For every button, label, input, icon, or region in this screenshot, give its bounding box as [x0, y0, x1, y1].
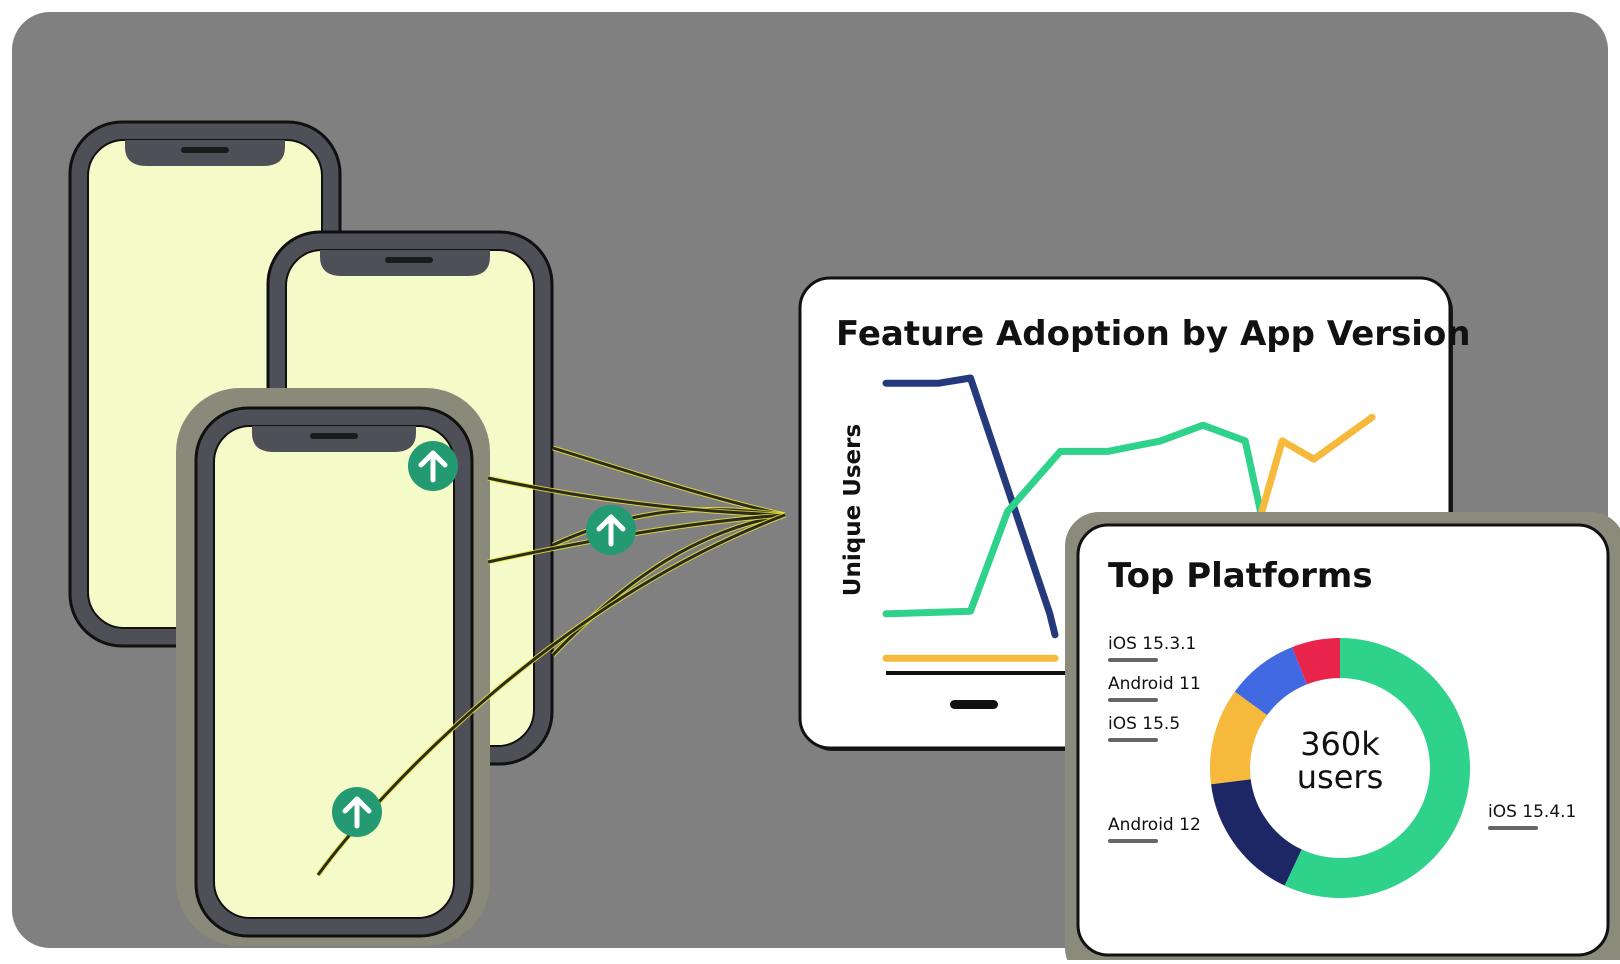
feature-card-title: Feature Adoption by App Version [836, 314, 1471, 354]
data-flow-curve [487, 476, 786, 517]
phone-back-right-speaker [385, 257, 433, 263]
donut-label-underline [1488, 826, 1538, 830]
upload-badge-top [408, 441, 458, 491]
feature-chart-series-3 [1257, 413, 1376, 518]
arrow-up-icon [342, 796, 372, 829]
phone-back-left-speaker [181, 147, 229, 153]
platforms-card-body [1076, 523, 1610, 957]
donut-slice-5 [1292, 638, 1341, 685]
data-flow-curve [552, 446, 786, 517]
feature-chart-series-1 [882, 374, 1059, 639]
feature-chart-series-2 [882, 421, 1265, 618]
donut-slice-1 [1284, 638, 1470, 898]
donut-label-underline [1108, 698, 1158, 702]
donut-label-3: iOS 15.5 [1108, 714, 1180, 734]
data-flow-curves [315, 445, 786, 877]
phone-front-speaker [310, 433, 358, 439]
phone-front-screen [213, 425, 455, 919]
donut-label-5: iOS 15.3.1 [1108, 634, 1196, 654]
upload-badge-middle [586, 505, 636, 555]
donut-slice-4 [1234, 647, 1308, 716]
feature-chart-plot [882, 374, 1376, 662]
phone-icon [176, 388, 490, 946]
feature-card-home-bar [950, 700, 998, 709]
donut-label-1: iOS 15.4.1 [1488, 802, 1576, 822]
donut-label-underline [1108, 658, 1158, 662]
arrow-up-icon [596, 514, 626, 547]
donut-label-underline [1108, 738, 1158, 742]
donut-label-2: Android 12 [1108, 815, 1201, 835]
upload-badge-bottom [332, 787, 382, 837]
feature-chart-ylabel: Unique Users [840, 424, 866, 596]
donut-label-underline [1108, 839, 1158, 843]
data-flow-curve [487, 513, 786, 564]
donut-slice-3 [1210, 691, 1268, 785]
donut-center-value: 360k [1300, 725, 1380, 763]
platforms-donut-chart [1210, 638, 1470, 898]
donut-label-4: Android 11 [1108, 674, 1201, 694]
donut-center-unit: users [1297, 758, 1383, 796]
donut-slice-2 [1211, 778, 1303, 886]
arrow-up-icon [418, 450, 448, 483]
platforms-card-title: Top Platforms [1108, 556, 1373, 596]
